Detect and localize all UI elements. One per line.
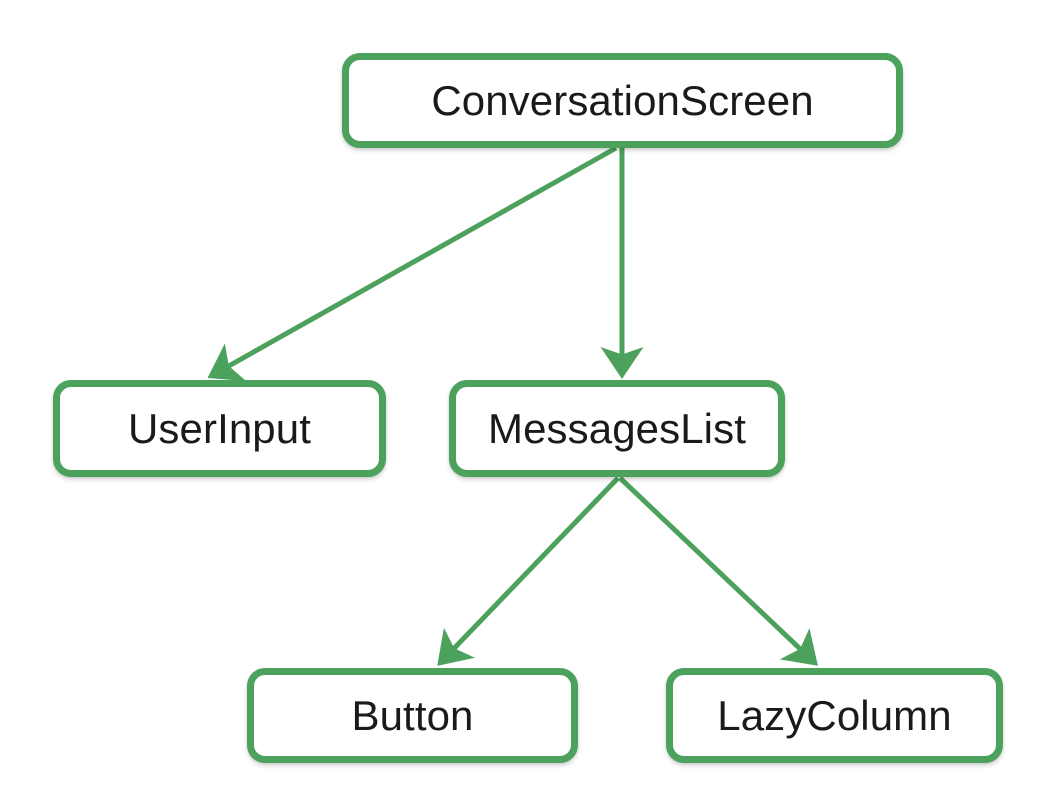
node-label: Button (351, 691, 474, 739)
node-messageslist[interactable]: MessagesList (449, 380, 785, 477)
node-button[interactable]: Button (247, 668, 578, 763)
node-lazycolumn[interactable]: LazyColumn (666, 668, 1003, 763)
edge-messageslist-lazycolumn (618, 476, 818, 666)
node-label: ConversationScreen (431, 76, 814, 124)
node-label: UserInput (128, 404, 311, 452)
edge-messageslist-button (437, 476, 620, 666)
node-userinput[interactable]: UserInput (53, 380, 386, 477)
node-label: MessagesList (488, 404, 746, 452)
edge-conversationscreen-userinput (207, 145, 618, 381)
node-conversationscreen[interactable]: ConversationScreen (342, 53, 903, 148)
node-label: LazyColumn (717, 691, 952, 739)
